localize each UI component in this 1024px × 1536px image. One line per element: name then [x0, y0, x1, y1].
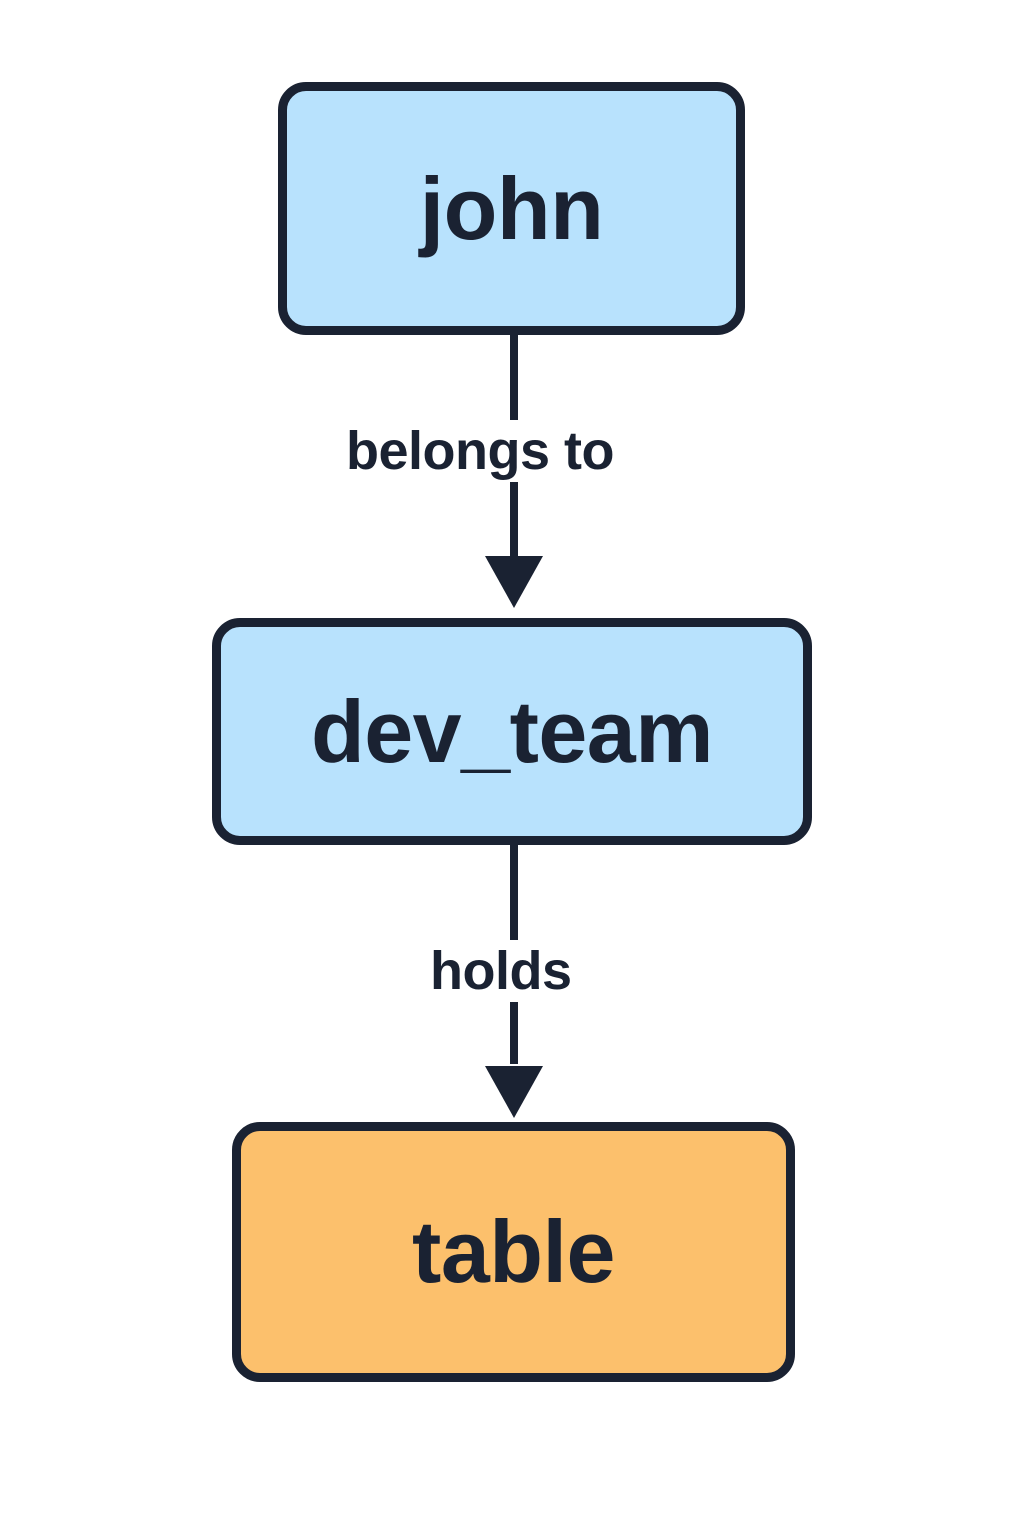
edge-label-holds: holds — [420, 940, 582, 1002]
node-table[interactable]: table — [232, 1122, 795, 1382]
node-dev-team[interactable]: dev_team — [212, 618, 812, 845]
arrowhead-down-icon-dev-team-to-table — [485, 1066, 543, 1118]
node-john[interactable]: john — [278, 82, 745, 335]
edge-label-belongs-to: belongs to — [336, 420, 624, 482]
arrowhead-down-icon-john-to-dev-team — [485, 556, 543, 608]
node-john-label: john — [419, 158, 604, 258]
node-table-label: table — [412, 1202, 615, 1301]
node-dev-team-label: dev_team — [310, 681, 714, 781]
